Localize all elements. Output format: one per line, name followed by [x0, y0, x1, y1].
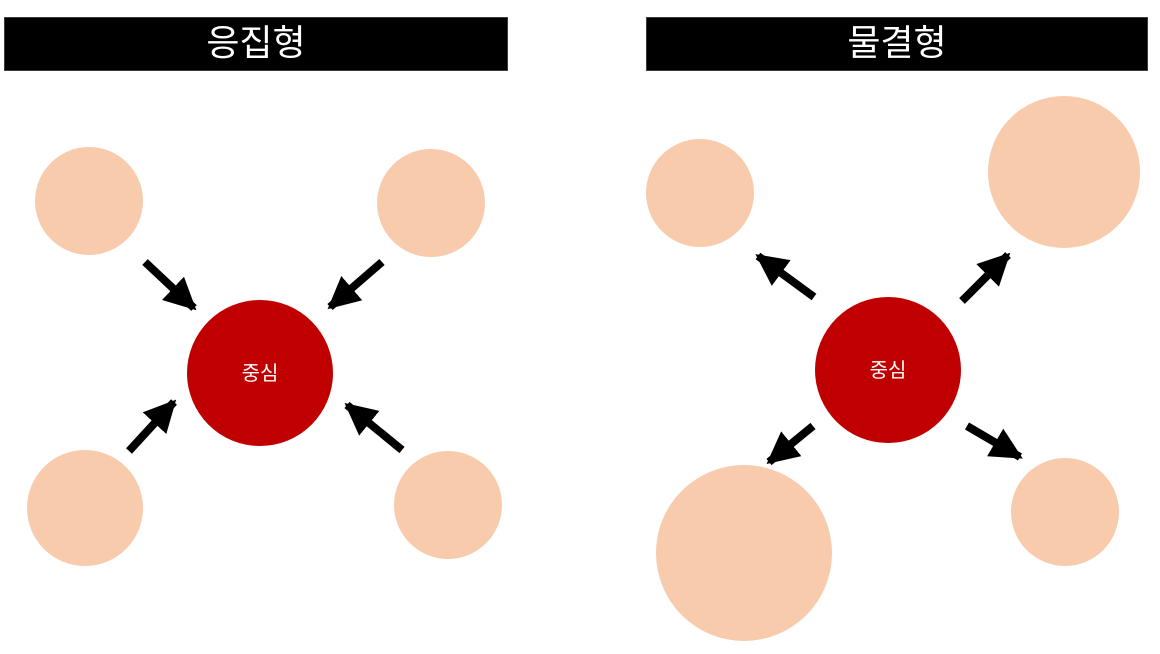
cohesive-diagram: 중심 [27, 147, 502, 566]
outer-node-top-left [646, 139, 754, 247]
outer-node-bottom-right [394, 451, 502, 559]
arrow-bottom-left-outward [766, 422, 816, 466]
center-node-label: 중심 [870, 358, 907, 382]
wave-diagram: 중심 [646, 96, 1140, 641]
arrow-top-right-inward [327, 258, 385, 311]
arrow-top-left-inward [142, 259, 197, 311]
center-node-label: 중심 [242, 361, 279, 385]
cohesive-type-title: 응집형 [4, 17, 508, 71]
arrow-bottom-right-inward [344, 401, 405, 454]
arrow-top-left-outward [755, 252, 817, 301]
wave-type-title: 물결형 [646, 17, 1148, 71]
center-node [187, 300, 333, 446]
outer-node-top-left [35, 147, 143, 255]
outer-node-top-right [988, 96, 1140, 248]
arrow-bottom-right-outward [964, 422, 1023, 461]
outer-node-top-right [377, 149, 485, 257]
outer-node-bottom-left [656, 465, 832, 641]
outer-node-bottom-right [1011, 458, 1119, 566]
arrow-bottom-left-inward [126, 399, 177, 454]
center-node [815, 297, 961, 443]
outer-node-bottom-left [27, 450, 143, 566]
arrow-top-right-outward [959, 252, 1011, 304]
